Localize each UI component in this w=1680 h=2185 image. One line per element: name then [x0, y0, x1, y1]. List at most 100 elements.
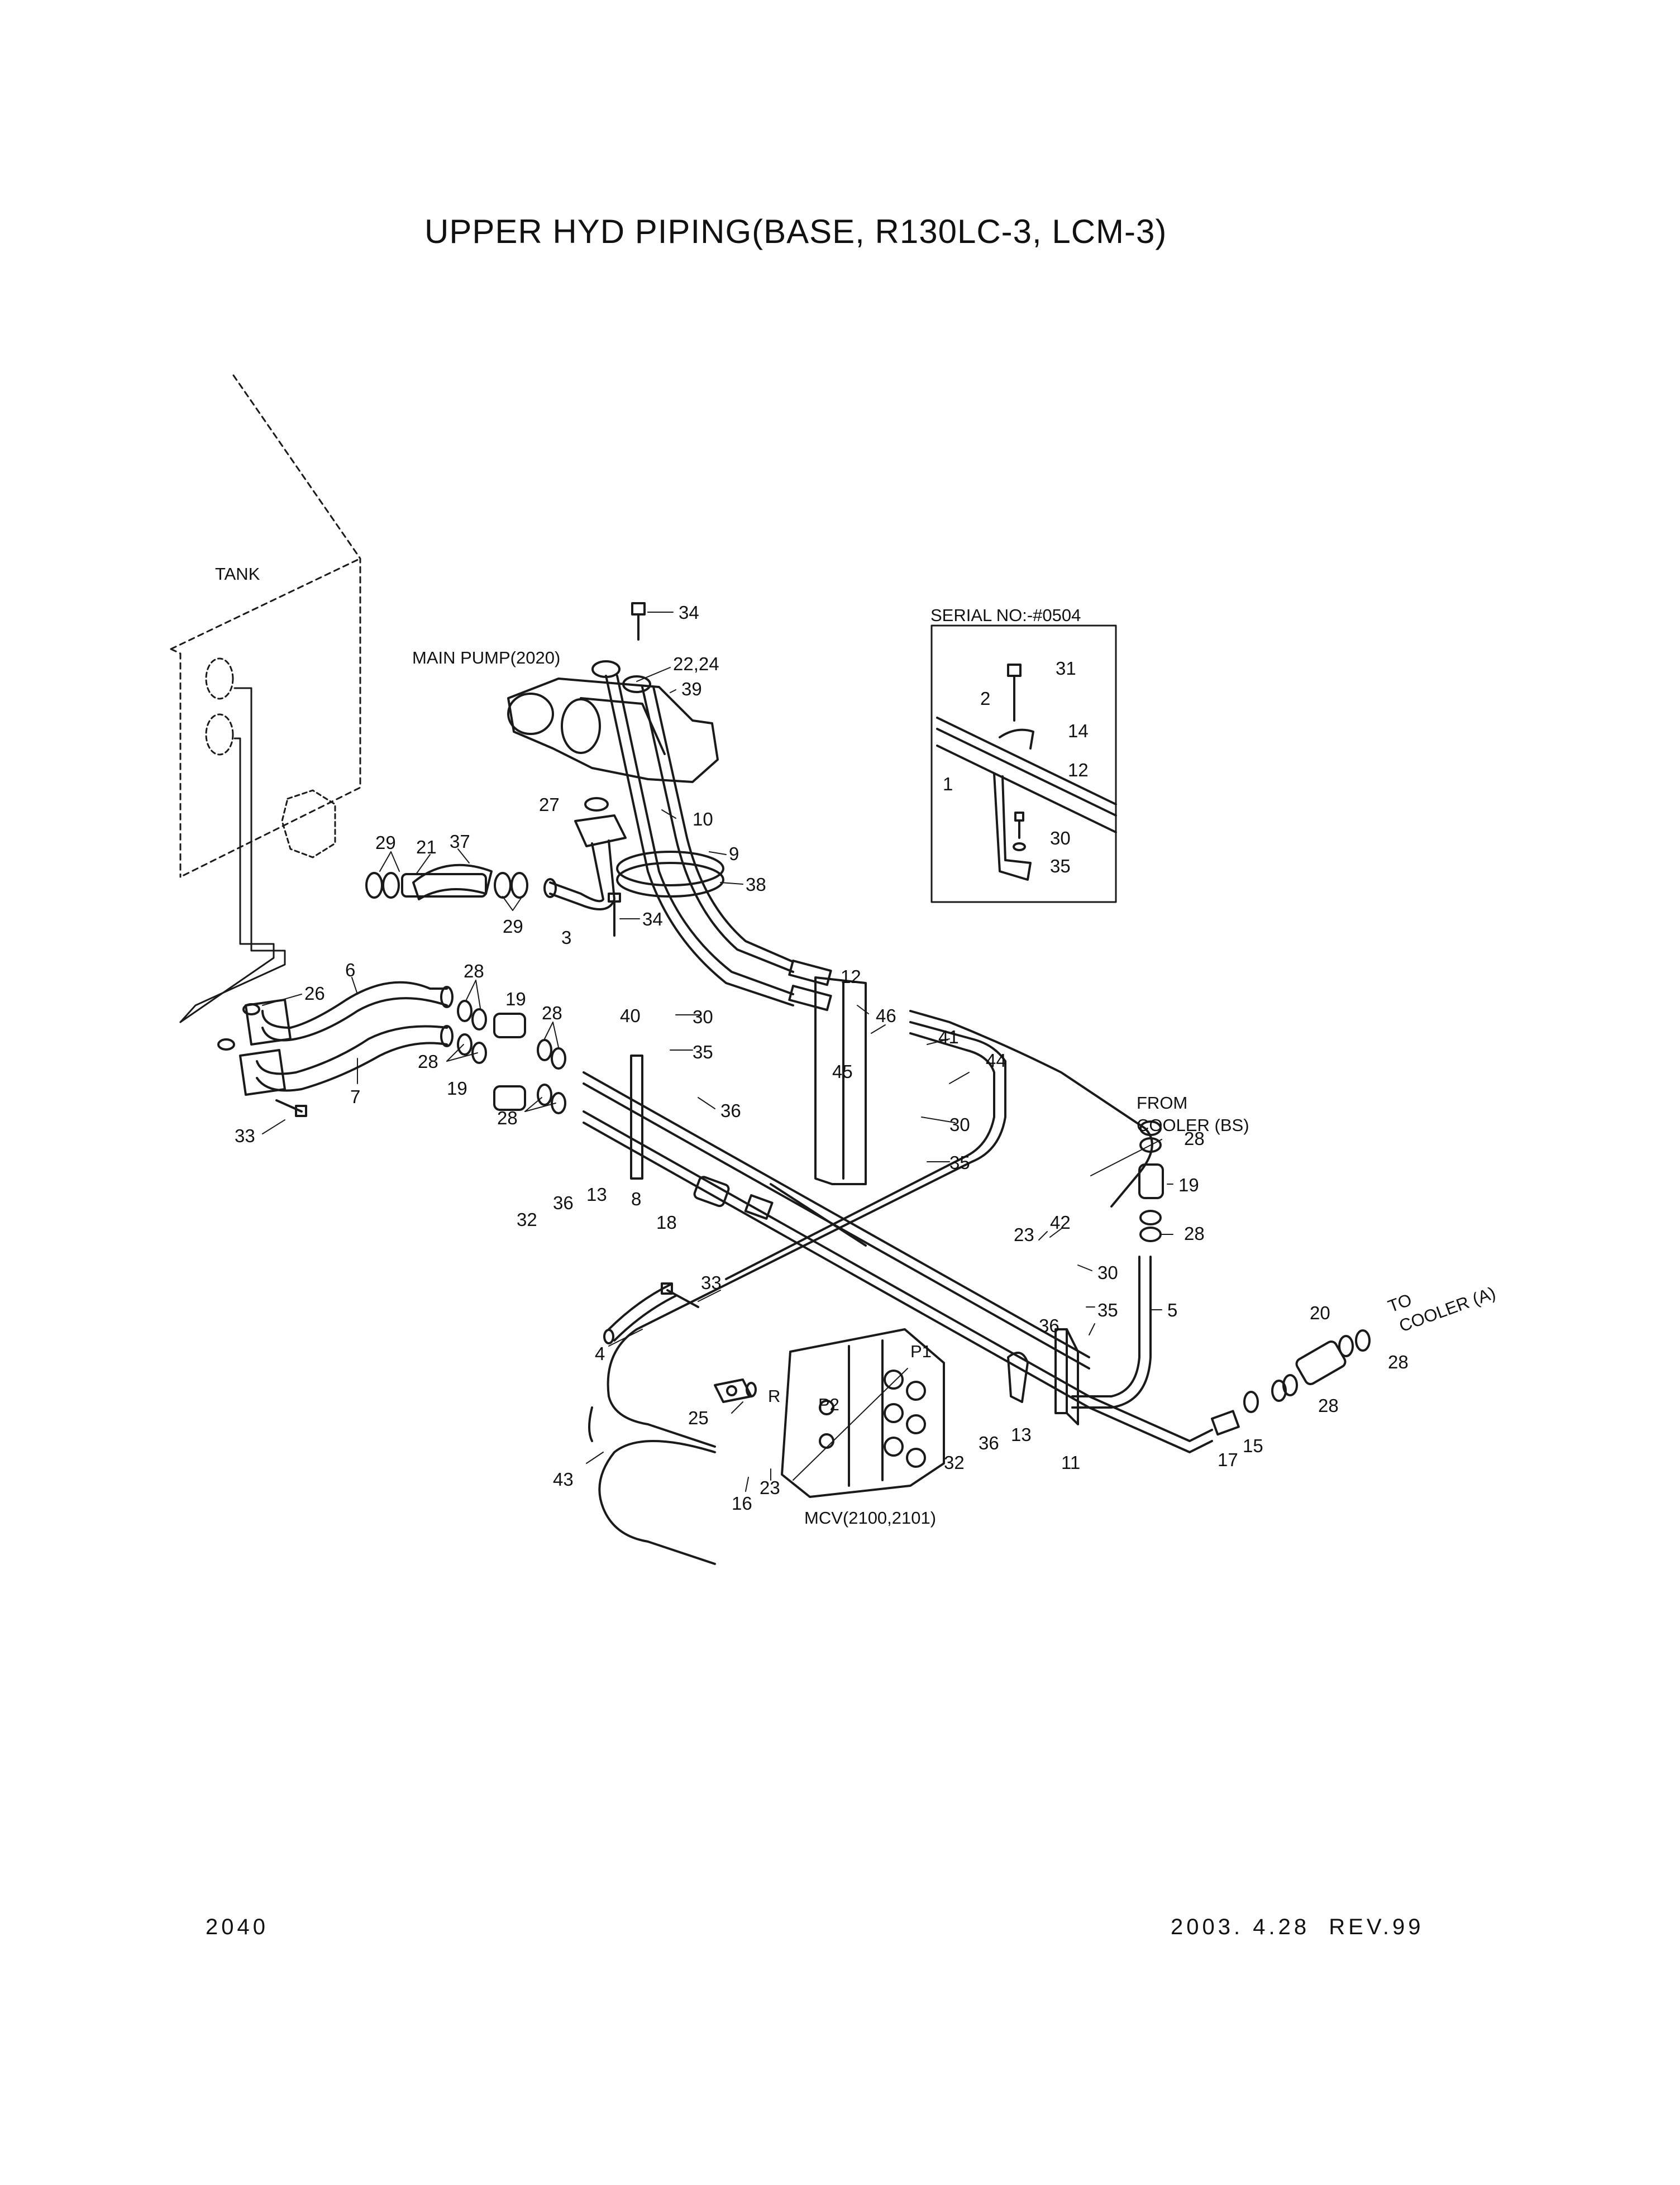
bolt-33-mcv	[661, 1282, 699, 1308]
callout-12-main: 12	[841, 966, 861, 987]
callout-44: 44	[986, 1050, 1006, 1071]
date-revision: 2003. 4.28 REV.99	[1171, 1915, 1424, 1939]
hoses-41-44	[607, 1010, 1153, 1448]
callout-6: 6	[345, 960, 355, 980]
port-p2-label: P2	[818, 1395, 839, 1414]
page-title: UPPER HYD PIPING(BASE, R130LC-3, LCM-3)	[424, 213, 1167, 250]
callout-27: 27	[539, 794, 560, 815]
tank-return-lines	[179, 687, 286, 1023]
callout-32-left: 32	[517, 1209, 537, 1230]
elbow-flange-3	[543, 814, 627, 910]
callout-20: 20	[1310, 1303, 1330, 1323]
callout-36-left: 36	[553, 1192, 574, 1213]
callout-28-a: 28	[464, 961, 484, 981]
mcv-valve-block	[781, 1328, 945, 1498]
callout-30-right: 30	[949, 1114, 970, 1135]
callout-30-mid: 30	[693, 1006, 713, 1027]
bolt-33-left	[275, 1099, 307, 1117]
callout-numbers: 34 22,24 39 27 10 9 38 3 34 37 21 29 29 …	[235, 602, 1409, 1514]
callout-29-right: 29	[503, 916, 523, 937]
callout-38: 38	[746, 874, 766, 895]
callout-46: 46	[876, 1005, 896, 1026]
pump-delivery-hoses	[605, 675, 832, 1012]
callout-33-left: 33	[235, 1125, 255, 1146]
callout-23-mcv: 23	[760, 1477, 780, 1498]
bolt-34-lower	[608, 893, 621, 937]
suction-hose-37	[365, 863, 528, 900]
callout-28-b: 28	[418, 1051, 438, 1072]
serial-label: SERIAL NO:-#0504	[930, 605, 1081, 625]
serial-detail-box	[930, 624, 1117, 903]
callout-12-detail: 12	[1068, 760, 1089, 780]
callout-28-e: 28	[1184, 1128, 1205, 1149]
callout-13-left: 13	[586, 1184, 607, 1205]
clip-13-right	[1007, 1352, 1029, 1403]
callout-25: 25	[688, 1408, 709, 1428]
callout-8: 8	[631, 1189, 641, 1209]
callout-28-d: 28	[497, 1108, 518, 1128]
bracket-12	[814, 976, 867, 1185]
callout-19-c: 19	[1178, 1175, 1199, 1195]
callout-3: 3	[561, 927, 571, 948]
callout-33-mcv: 33	[701, 1272, 722, 1293]
callout-42: 42	[1050, 1212, 1071, 1233]
tank-label: TANK	[215, 564, 260, 584]
fittings-17-15-20	[1211, 1329, 1371, 1436]
port-r-label: R	[768, 1386, 780, 1406]
callout-35-detail: 35	[1050, 856, 1071, 876]
callout-28-c: 28	[542, 1003, 562, 1023]
callout-35-lower: 35	[1097, 1300, 1118, 1320]
bolt-34-top	[631, 602, 671, 641]
pipe-8-assembly	[583, 1055, 1090, 1409]
callout-34-lower: 34	[642, 909, 663, 929]
callout-23-right: 23	[1014, 1224, 1034, 1245]
callout-29-left: 29	[375, 832, 396, 853]
callout-4: 4	[595, 1343, 605, 1364]
callout-36-right: 36	[979, 1433, 999, 1453]
callout-9: 9	[729, 843, 739, 864]
tank-outline	[170, 374, 361, 878]
callout-37: 37	[450, 831, 470, 852]
o-ring-26	[242, 1003, 260, 1015]
callout-14: 14	[1068, 721, 1089, 741]
callout-28-f: 28	[1184, 1223, 1205, 1244]
callout-16: 16	[732, 1493, 752, 1514]
clamp-band-9-38	[616, 851, 724, 898]
callout-35-right: 35	[949, 1152, 970, 1173]
callout-45: 45	[832, 1061, 853, 1082]
bracket-11	[1054, 1328, 1079, 1425]
o-ring-25-seal	[746, 1382, 757, 1397]
callout-30-detail: 30	[1050, 828, 1071, 848]
from-cooler-label-2: COOLER (BS)	[1137, 1115, 1249, 1135]
mcv-label: MCV(2100,2101)	[804, 1508, 936, 1528]
callout-26: 26	[304, 983, 325, 1004]
callout-41: 41	[938, 1027, 959, 1047]
callout-31: 31	[1056, 658, 1076, 679]
tank-ports	[205, 657, 336, 858]
callout-36-mid: 36	[720, 1100, 741, 1121]
callout-35-mid: 35	[693, 1042, 713, 1062]
port-p1-label: P1	[910, 1342, 932, 1361]
pipes-4-5-43	[588, 1256, 1213, 1565]
callout-1: 1	[943, 774, 953, 794]
callout-19-b: 19	[447, 1078, 467, 1099]
callout-34-top: 34	[679, 602, 699, 623]
callout-13-right: 13	[1011, 1424, 1032, 1445]
pipes-6-7	[239, 981, 454, 1096]
callout-21: 21	[416, 837, 437, 857]
callout-7: 7	[350, 1086, 360, 1107]
callout-19-a: 19	[505, 989, 526, 1009]
callout-22-24: 22,24	[673, 653, 719, 674]
callout-leaders	[262, 612, 1173, 1492]
main-pump-label: MAIN PUMP(2020)	[412, 648, 560, 667]
callout-10: 10	[693, 809, 713, 829]
callout-18: 18	[656, 1212, 677, 1233]
callout-17: 17	[1218, 1449, 1238, 1470]
o-ring-27	[584, 797, 609, 812]
o-ring-26b	[217, 1038, 235, 1051]
callout-40: 40	[620, 1005, 641, 1026]
callout-28-g: 28	[1318, 1395, 1339, 1416]
callout-36-lower: 36	[1039, 1315, 1059, 1336]
